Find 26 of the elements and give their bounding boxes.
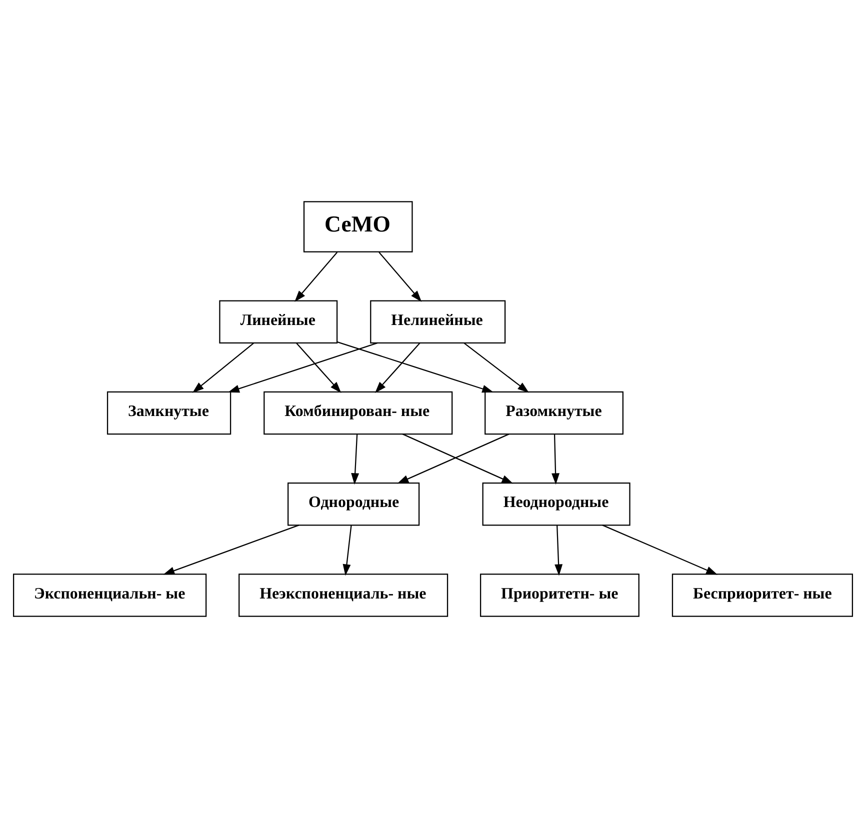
- arrow: [227, 342, 378, 393]
- node-box: Приоритетн- ые: [479, 574, 639, 617]
- node-box: Разомкнутые: [484, 391, 623, 435]
- arrow: [336, 341, 494, 393]
- node-box: Однородные: [287, 482, 420, 526]
- arrow: [342, 525, 352, 576]
- arrow: [602, 524, 718, 575]
- node-box: Экспоненциальн- ые: [12, 574, 206, 617]
- arrow: [162, 524, 299, 575]
- node-box: Замкнутые: [106, 391, 231, 435]
- arrow: [350, 434, 359, 485]
- node-box: Нелинейные: [370, 300, 506, 344]
- node-box: Комбинирован- ные: [263, 391, 452, 435]
- arrow: [296, 342, 341, 394]
- node-box: Неэкспоненциаль- ные: [238, 574, 448, 617]
- arrow: [192, 342, 254, 393]
- arrow: [554, 525, 562, 576]
- node-box: Бесприоритет- ные: [671, 574, 853, 617]
- arrow: [374, 342, 420, 394]
- arrow: [378, 252, 422, 302]
- arrow: [551, 434, 560, 485]
- arrow: [294, 252, 338, 302]
- node-box: Неоднородные: [482, 482, 630, 526]
- node-box: СеМО: [302, 201, 412, 252]
- arrow: [463, 342, 528, 393]
- node-box: Линейные: [218, 300, 338, 344]
